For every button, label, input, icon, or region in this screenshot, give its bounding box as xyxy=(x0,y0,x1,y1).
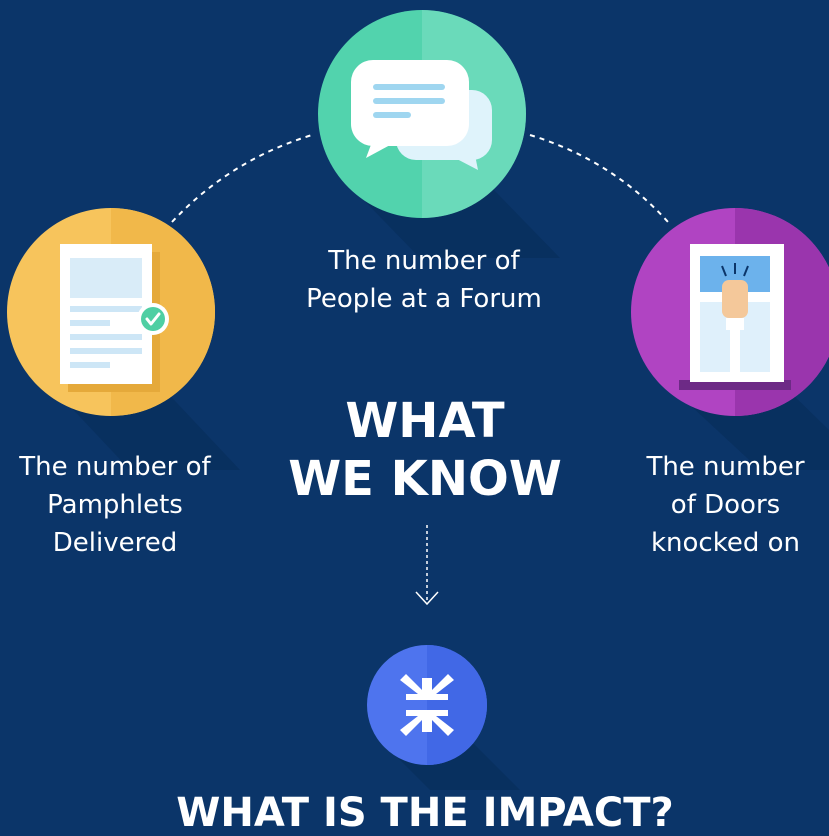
connector-right xyxy=(529,134,669,223)
doors-label-line1: The number xyxy=(646,452,805,482)
what-we-know-line2: WE KNOW xyxy=(288,451,562,507)
impact-heading: WHAT IS THE IMPACT? xyxy=(176,790,674,836)
pamphlets-node xyxy=(7,208,240,470)
pamphlets-label-line3: Delivered xyxy=(52,528,178,558)
forum-label: The number of People at a Forum xyxy=(264,242,584,318)
what-we-know-line1: WHAT xyxy=(345,393,505,449)
connector-left xyxy=(171,134,313,223)
arrow-down-icon xyxy=(415,591,439,606)
doors-label-line2: of Doors xyxy=(670,490,781,520)
door-knock-icon xyxy=(679,244,791,390)
pamphlets-label-line1: The number of xyxy=(19,452,211,482)
pamphlets-label-line2: Pamphlets xyxy=(47,490,183,520)
doors-label: The number of Doors knocked on xyxy=(622,448,829,562)
doors-node xyxy=(631,208,829,470)
compress-arrows-icon xyxy=(400,674,454,736)
document-check-icon xyxy=(60,244,169,392)
forum-label-line1: The number of xyxy=(328,246,520,276)
what-we-know-heading: WHAT WE KNOW xyxy=(245,392,605,508)
impact-node xyxy=(367,645,520,790)
chat-bubbles-icon xyxy=(351,60,492,170)
forum-label-line2: People at a Forum xyxy=(306,284,542,314)
pamphlets-label: The number of Pamphlets Delivered xyxy=(0,448,230,562)
doors-label-line3: knocked on xyxy=(650,528,801,558)
forum-node xyxy=(318,10,560,258)
